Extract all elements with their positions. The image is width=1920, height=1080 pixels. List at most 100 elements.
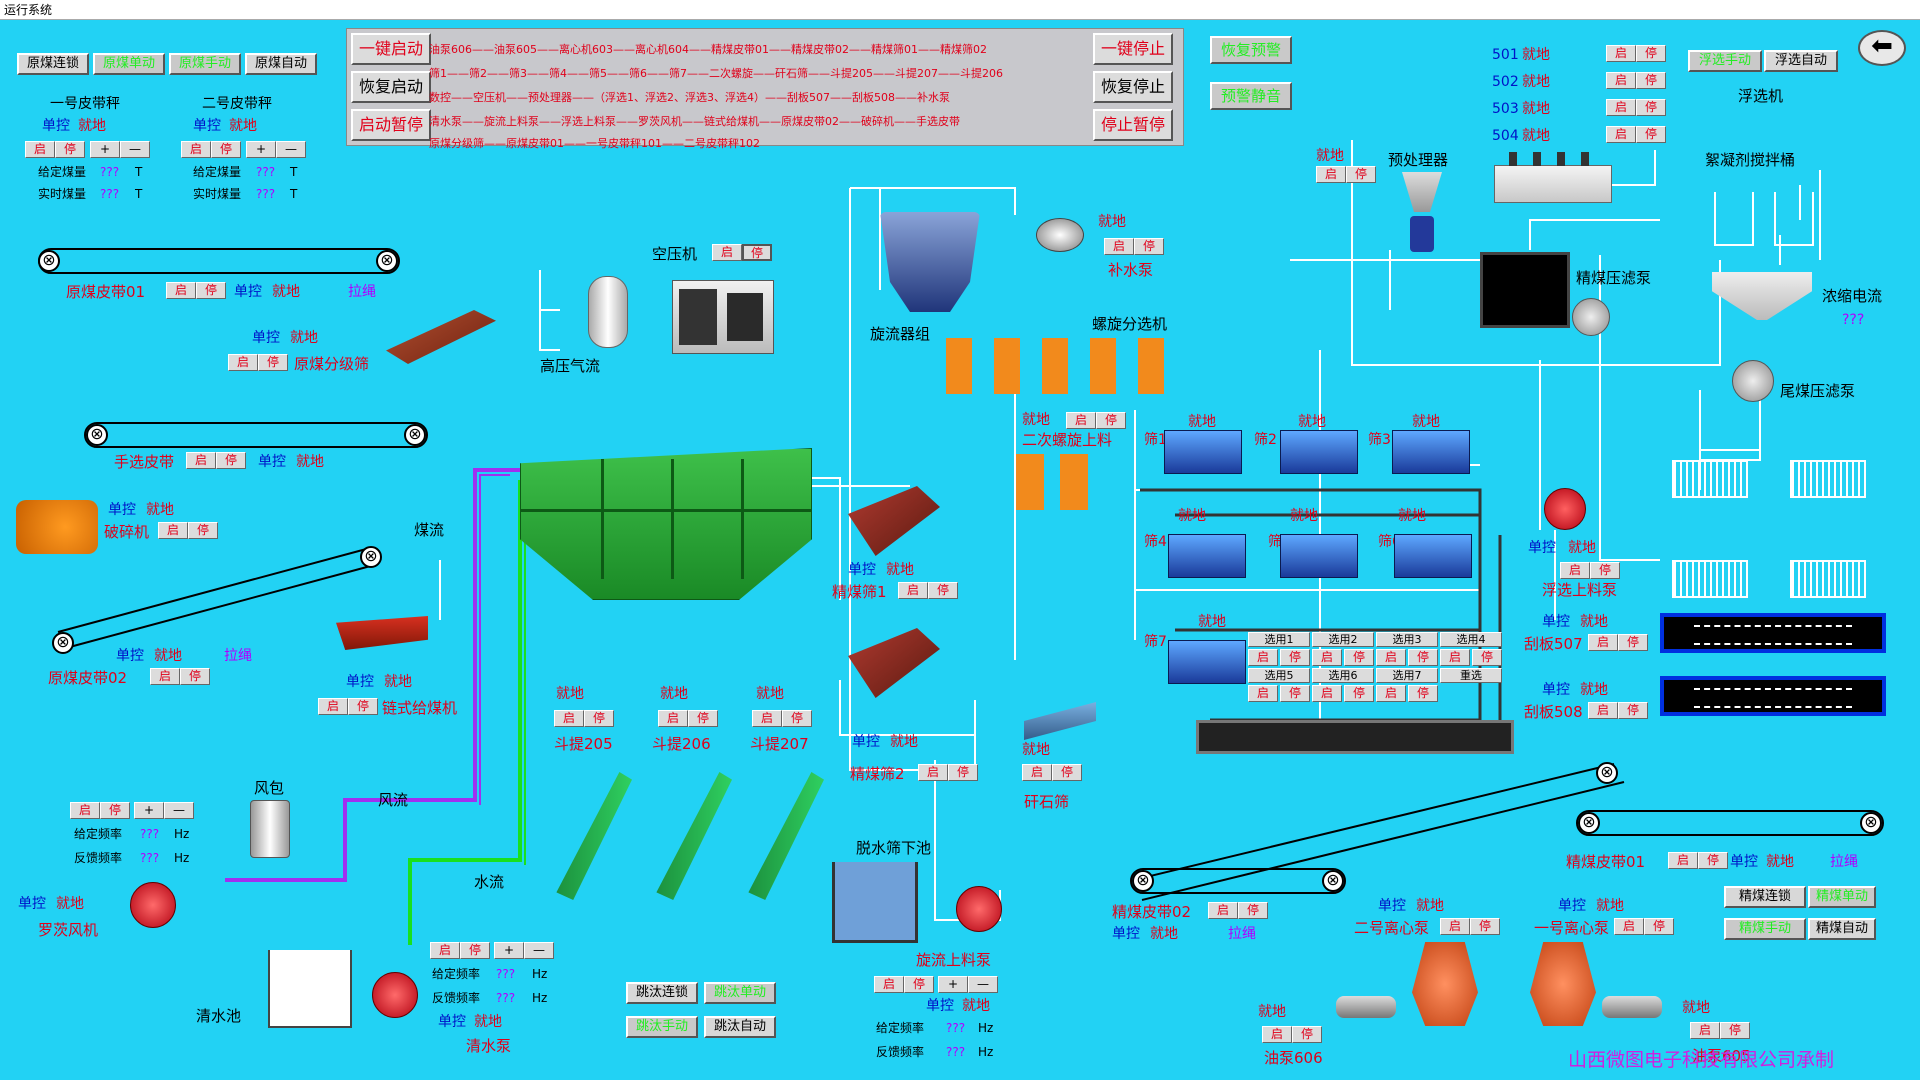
clear-pump-plus[interactable]: + <box>494 942 524 959</box>
flotation-501-start[interactable]: 启 <box>1606 45 1636 62</box>
fine-manual-button[interactable]: 精煤手动 <box>1724 918 1806 940</box>
select6-button[interactable]: 选用6 <box>1312 668 1374 683</box>
scraper508-stop[interactable]: 停 <box>1618 702 1648 719</box>
raw-belt01-start[interactable]: 启 <box>166 282 196 299</box>
select4-stop[interactable]: 停 <box>1472 649 1502 666</box>
float-pump-start[interactable]: 启 <box>1560 562 1590 579</box>
chain-feeder-stop[interactable]: 停 <box>348 698 378 715</box>
cent1-stop[interactable]: 停 <box>1644 918 1674 935</box>
classify-stop[interactable]: 停 <box>258 354 288 371</box>
cent1-start[interactable]: 启 <box>1614 918 1644 935</box>
raw-interlock-button[interactable]: 原煤连锁 <box>17 53 89 75</box>
jig-interlock-button[interactable]: 跳汰连锁 <box>626 982 698 1004</box>
flotation-504-start[interactable]: 启 <box>1606 126 1636 143</box>
stop-pause-button[interactable]: 停止暂停 <box>1093 109 1173 141</box>
select7-start[interactable]: 启 <box>1376 685 1406 702</box>
select1-stop[interactable]: 停 <box>1280 649 1310 666</box>
fine-belt02-start[interactable]: 启 <box>1208 902 1238 919</box>
one-key-stop-button[interactable]: 一键停止 <box>1093 33 1173 65</box>
fine-screen1-stop[interactable]: 停 <box>928 582 958 599</box>
select2-button[interactable]: 选用2 <box>1312 632 1374 647</box>
flotation-manual-button[interactable]: 浮选手动 <box>1688 50 1762 72</box>
fine-belt02-stop[interactable]: 停 <box>1238 902 1268 919</box>
raw-single-button[interactable]: 原煤单动 <box>93 53 165 75</box>
start-pause-button[interactable]: 启动暂停 <box>351 109 431 141</box>
select1-button[interactable]: 选用1 <box>1248 632 1310 647</box>
select7-stop[interactable]: 停 <box>1408 685 1438 702</box>
chain-feeder-start[interactable]: 启 <box>318 698 348 715</box>
select3-stop[interactable]: 停 <box>1408 649 1438 666</box>
select2-stop[interactable]: 停 <box>1344 649 1374 666</box>
bucket205-start[interactable]: 启 <box>554 710 584 727</box>
oil606-stop[interactable]: 停 <box>1292 1026 1322 1043</box>
bucket206-start[interactable]: 启 <box>658 710 688 727</box>
raw-belt02-stop[interactable]: 停 <box>180 668 210 685</box>
scale2-minus-button[interactable]: — <box>276 141 306 158</box>
fine-auto-button[interactable]: 精煤自动 <box>1808 918 1876 940</box>
roots-stop[interactable]: 停 <box>100 802 130 819</box>
crusher-stop[interactable]: 停 <box>188 522 218 539</box>
reselect-button[interactable]: 重选 <box>1440 668 1502 683</box>
select7-button[interactable]: 选用7 <box>1376 668 1438 683</box>
fine-belt01-stop[interactable]: 停 <box>1698 852 1728 869</box>
hand-belt-start[interactable]: 启 <box>186 452 216 469</box>
bucket207-stop[interactable]: 停 <box>782 710 812 727</box>
pretreat-stop[interactable]: 停 <box>1346 166 1376 183</box>
roots-start[interactable]: 启 <box>70 802 100 819</box>
spiral2-start[interactable]: 启 <box>1066 412 1096 429</box>
fine-single-button[interactable]: 精煤单动 <box>1808 886 1876 908</box>
cent2-stop[interactable]: 停 <box>1470 918 1500 935</box>
select5-stop[interactable]: 停 <box>1280 685 1310 702</box>
resume-stop-button[interactable]: 恢复停止 <box>1093 71 1173 103</box>
scale1-plus-button[interactable]: + <box>90 141 120 158</box>
scale2-plus-button[interactable]: + <box>246 141 276 158</box>
select1-start[interactable]: 启 <box>1248 649 1278 666</box>
fine-interlock-button[interactable]: 精煤连锁 <box>1724 886 1806 908</box>
gangue-stop[interactable]: 停 <box>1052 764 1082 781</box>
oil606-start[interactable]: 启 <box>1262 1026 1292 1043</box>
flotation-auto-button[interactable]: 浮选自动 <box>1764 50 1838 72</box>
select4-button[interactable]: 选用4 <box>1440 632 1502 647</box>
back-arrow-icon[interactable]: ⬅ <box>1858 30 1906 66</box>
jig-manual-button[interactable]: 跳汰手动 <box>626 1016 698 1038</box>
air-comp-start[interactable]: 启 <box>712 244 742 261</box>
scale1-minus-button[interactable]: — <box>120 141 150 158</box>
select3-start[interactable]: 启 <box>1376 649 1406 666</box>
flotation-504-stop[interactable]: 停 <box>1636 126 1666 143</box>
spiral2-stop[interactable]: 停 <box>1096 412 1126 429</box>
bucket206-stop[interactable]: 停 <box>688 710 718 727</box>
alarm-mute-button[interactable]: 预警静音 <box>1210 82 1292 110</box>
float-pump-stop[interactable]: 停 <box>1590 562 1620 579</box>
resume-start-button[interactable]: 恢复启动 <box>351 71 431 103</box>
cyc-pump-start[interactable]: 启 <box>874 976 904 993</box>
raw-belt02-start[interactable]: 启 <box>150 668 180 685</box>
pretreat-start[interactable]: 启 <box>1316 166 1346 183</box>
fine-screen2-start[interactable]: 启 <box>918 764 948 781</box>
bucket205-stop[interactable]: 停 <box>584 710 614 727</box>
oil605-start[interactable]: 启 <box>1690 1022 1720 1039</box>
fine-screen1-start[interactable]: 启 <box>898 582 928 599</box>
flotation-503-stop[interactable]: 停 <box>1636 99 1666 116</box>
scale1-start-button[interactable]: 启 <box>25 141 55 158</box>
flotation-502-start[interactable]: 启 <box>1606 72 1636 89</box>
scale2-stop-button[interactable]: 停 <box>211 141 241 158</box>
flotation-502-stop[interactable]: 停 <box>1636 72 1666 89</box>
select3-button[interactable]: 选用3 <box>1376 632 1438 647</box>
scraper507-start[interactable]: 启 <box>1588 634 1618 651</box>
crusher-start[interactable]: 启 <box>158 522 188 539</box>
scale1-stop-button[interactable]: 停 <box>55 141 85 158</box>
select6-start[interactable]: 启 <box>1312 685 1342 702</box>
scraper507-stop[interactable]: 停 <box>1618 634 1648 651</box>
clear-pump-minus[interactable]: — <box>524 942 554 959</box>
clear-pump-start[interactable]: 启 <box>430 942 460 959</box>
raw-belt01-stop[interactable]: 停 <box>196 282 226 299</box>
classify-start[interactable]: 启 <box>228 354 258 371</box>
select5-start[interactable]: 启 <box>1248 685 1278 702</box>
select2-start[interactable]: 启 <box>1312 649 1342 666</box>
restore-alarm-button[interactable]: 恢复预警 <box>1210 36 1292 64</box>
scraper508-start[interactable]: 启 <box>1588 702 1618 719</box>
hand-belt-stop[interactable]: 停 <box>216 452 246 469</box>
jig-auto-button[interactable]: 跳汰自动 <box>704 1016 776 1038</box>
select4-start[interactable]: 启 <box>1440 649 1470 666</box>
scale2-start-button[interactable]: 启 <box>181 141 211 158</box>
